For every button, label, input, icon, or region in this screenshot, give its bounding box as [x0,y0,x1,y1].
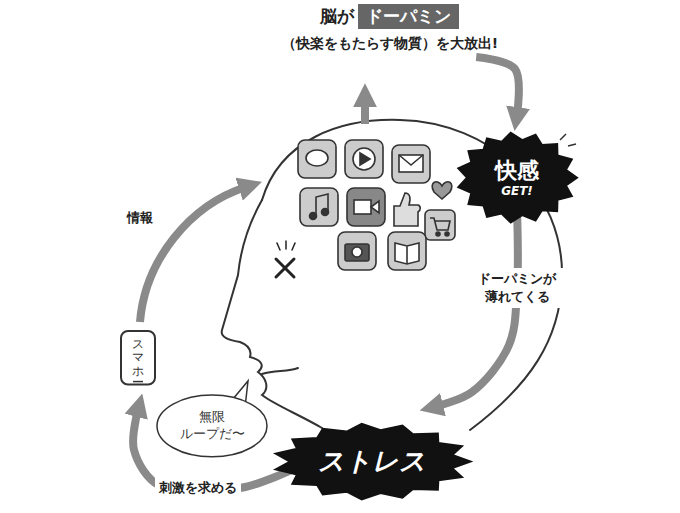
app-icons [300,188,338,226]
info-label: 情報 [123,207,157,229]
app-icons [388,232,426,270]
cross-eye [285,241,287,249]
cross-eye [276,259,294,277]
smartphone: スマホ [120,330,156,386]
app-icons [354,200,371,214]
app-icons [322,209,329,216]
burst-shape [458,133,577,223]
app-icons [445,232,449,236]
cross-eye [292,243,295,250]
edge-label: 刺激を求める [155,477,241,499]
edge-label: ドーパミンが 薄れてくる [470,268,564,307]
node-text: 脳が [320,5,354,28]
cycle-arrow [140,100,365,322]
node-text: （快楽をもたらす物質）を大放出! [282,35,498,53]
bubble-body [157,395,267,457]
dopamine-heading: 脳がドーパミン （快楽をもたらす物質）を大放出! [282,4,498,53]
app-icons [432,182,452,199]
speech-bubble: 無限 ループだ〜 [162,399,262,453]
stress-burst: ストレス [290,430,454,493]
cross-eye [276,259,294,277]
app-icons [310,213,317,220]
node-text: スマホ [132,338,144,378]
node-text: 快感 [495,158,539,183]
node-text: GET! [495,184,539,198]
app-icons [347,188,385,226]
phone-body [121,331,155,385]
app-icons [338,232,376,270]
cycle-arrow [436,210,518,407]
app-icons [353,148,375,170]
app-icons [316,194,328,216]
app-icons [298,140,455,270]
app-icons [394,193,420,226]
phone-button [133,381,143,383]
app-icons [392,145,430,183]
connectors [133,57,519,492]
sparkle [560,134,576,146]
app-icons [371,201,379,213]
app-icons [298,140,336,178]
pleasure-burst: 快感GET! [467,140,567,215]
node-text: ストレス [318,446,426,477]
app-icons [399,155,423,165]
app-icons [345,140,383,178]
node-text: ドーパミン [358,4,459,29]
head-outline [262,368,298,374]
burst-shape [276,424,471,499]
app-icons [425,210,455,240]
cycle-arrow [476,57,519,114]
app-icons [352,247,362,257]
node-text: 無限 ループだ〜 [176,409,248,443]
sparkle [560,134,576,146]
app-icons [306,150,328,166]
app-icons [436,232,440,236]
cross-eye [277,243,280,250]
app-icons [395,243,419,264]
app-icons [360,153,370,165]
cross-eye [276,241,295,277]
app-icons [399,155,423,172]
cycle-arrow [361,100,369,124]
head-outline [222,200,322,428]
app-icons [345,244,369,261]
app-icons [430,218,450,230]
